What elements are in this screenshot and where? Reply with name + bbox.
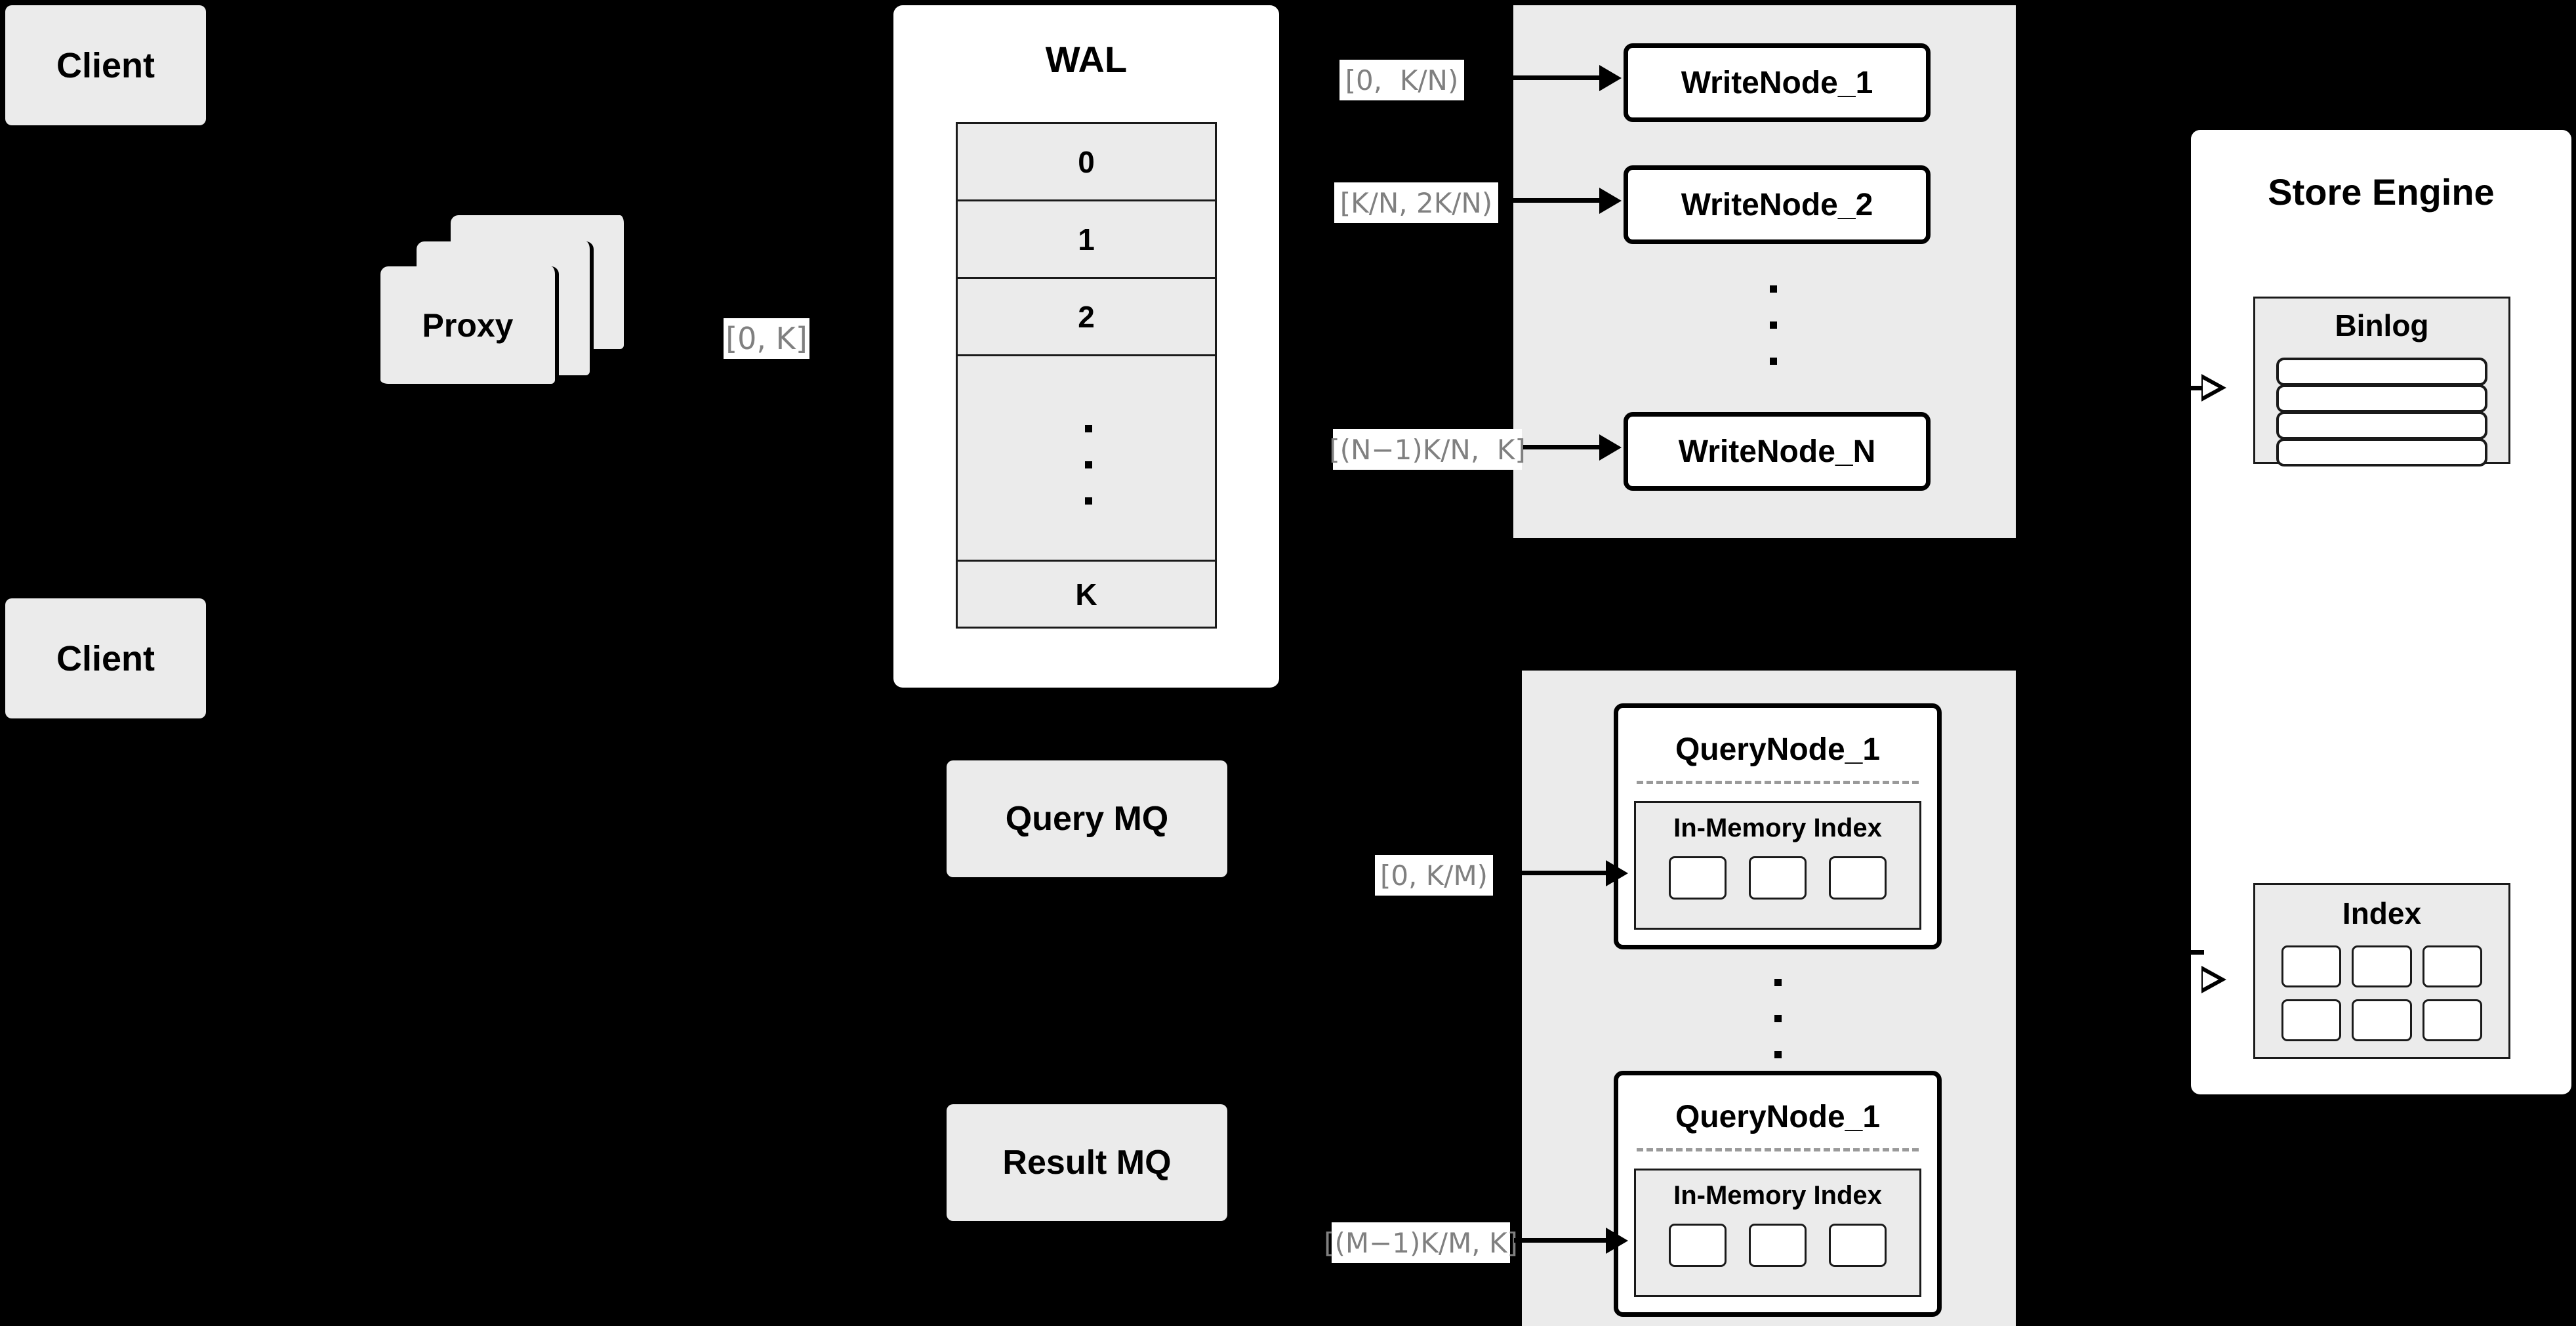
binlog-title: Binlog: [2335, 308, 2429, 342]
wal-title: WAL: [1045, 39, 1128, 80]
write-node-label: WriteNode_1: [1681, 65, 1873, 100]
wal-table: 0 1 2 K: [956, 122, 1217, 629]
result-mq-label: Result MQ: [1002, 1144, 1172, 1182]
wal-row[interactable]: 1: [958, 201, 1215, 279]
index-slot[interactable]: [1749, 856, 1807, 900]
binlog-entry[interactable]: [2276, 384, 2487, 413]
binlog-entry[interactable]: [2276, 358, 2487, 386]
binlog-box: Binlog: [2253, 297, 2510, 466]
write-node-2[interactable]: WriteNode_2: [1624, 165, 1931, 244]
range-label-write-node-1: [0, K/N): [1339, 60, 1464, 100]
arrow-head-to-binlog: [2201, 374, 2226, 402]
vertical-ellipsis-icon: [1085, 425, 1092, 505]
index-slot[interactable]: [2422, 999, 2482, 1041]
query-node-m[interactable]: QueryNode_1 In-Memory Index: [1614, 1071, 1942, 1317]
in-memory-index-title: In-Memory Index: [1673, 814, 1882, 842]
proxy-box[interactable]: Proxy: [380, 266, 559, 388]
write-node-n[interactable]: WriteNode_N: [1624, 412, 1931, 491]
in-memory-index-1: In-Memory Index: [1634, 801, 1921, 930]
arrow-line-to-query-node-1: [1498, 871, 1610, 875]
client-label: Client: [56, 45, 155, 85]
in-memory-index-title: In-Memory Index: [1673, 1181, 1882, 1210]
query-node-label: QueryNode_1: [1675, 1100, 1881, 1134]
index-slot[interactable]: [2281, 999, 2342, 1041]
store-engine-panel: Store Engine Binlog Index: [2191, 130, 2571, 1094]
client-label: Client: [56, 638, 155, 678]
arrow-head-to-query-node-1: [1606, 860, 1628, 886]
client-box-1[interactable]: Client: [5, 5, 206, 125]
binlog-entry[interactable]: [2276, 411, 2487, 440]
index-slot[interactable]: [2281, 945, 2342, 987]
result-mq-box[interactable]: Result MQ: [947, 1104, 1227, 1221]
query-node-cluster: QueryNode_1 In-Memory Index QueryNode_1: [1522, 671, 2016, 1326]
arrow-line-to-binlog: [2177, 386, 2204, 390]
range-label-query-node-1: [0, K/M): [1375, 855, 1493, 896]
range-label-query-node-m: [(M−1)K/M, K]: [1324, 1222, 1518, 1263]
arrow-line-to-write-node-1: [1475, 75, 1603, 80]
arrow-line-to-index: [2177, 950, 2204, 955]
index-title: Index: [2342, 896, 2422, 930]
vertical-ellipsis-icon: [1770, 285, 1777, 365]
write-node-1[interactable]: WriteNode_1: [1624, 43, 1931, 122]
wal-row[interactable]: 2: [958, 279, 1215, 356]
proxy-label: Proxy: [422, 306, 514, 344]
index-slot[interactable]: [1669, 1224, 1727, 1267]
write-node-cluster: WriteNode_1 WriteNode_2 WriteNode_N: [1513, 5, 2016, 538]
index-slot[interactable]: [1829, 856, 1887, 900]
index-slot[interactable]: [1669, 856, 1727, 900]
query-node-label: QueryNode_1: [1675, 732, 1881, 767]
arrow-head-to-query-node-m: [1606, 1228, 1628, 1254]
range-label-write-node-n: [(N−1)K/N, K]: [1329, 429, 1526, 470]
arrow-line-to-query-node-m: [1514, 1238, 1610, 1243]
index-slot[interactable]: [1829, 1224, 1887, 1267]
index-box: Index: [2253, 883, 2510, 1059]
query-node-divider: [1637, 1148, 1919, 1151]
client-box-2[interactable]: Client: [5, 598, 206, 718]
wal-panel: WAL 0 1 2 K: [893, 5, 1279, 688]
index-slot[interactable]: [2352, 945, 2412, 987]
range-label-proxy-to-wal: [0, K]: [724, 318, 809, 359]
write-node-label: WriteNode_N: [1678, 434, 1876, 469]
proxy-stack[interactable]: Proxy: [380, 215, 669, 432]
query-mq-label: Query MQ: [1005, 800, 1169, 838]
query-node-divider: [1637, 781, 1919, 784]
arrow-head-to-write-node-1: [1599, 65, 1622, 91]
arrow-head-to-write-node-2: [1599, 188, 1622, 214]
store-engine-title: Store Engine: [2268, 171, 2495, 213]
index-slot[interactable]: [2422, 945, 2482, 987]
arrow-line-to-write-node-n: [1523, 445, 1603, 449]
wal-row[interactable]: K: [1075, 577, 1097, 611]
wal-row-ellipsis: [958, 356, 1215, 562]
arrow-head-to-index: [2201, 966, 2226, 993]
wal-row[interactable]: 0: [958, 124, 1215, 201]
query-node-1[interactable]: QueryNode_1 In-Memory Index: [1614, 703, 1942, 949]
binlog-entry[interactable]: [2276, 438, 2487, 466]
arrow-head-to-write-node-n: [1599, 434, 1622, 461]
arrow-line-to-write-node-2: [1503, 198, 1603, 203]
index-slot[interactable]: [2352, 999, 2412, 1041]
write-node-label: WriteNode_2: [1681, 187, 1873, 222]
query-mq-box[interactable]: Query MQ: [947, 760, 1227, 877]
vertical-ellipsis-icon: [1774, 979, 1782, 1058]
range-label-write-node-2: [K/N, 2K/N): [1334, 182, 1498, 223]
in-memory-index-2: In-Memory Index: [1634, 1169, 1921, 1297]
index-slot[interactable]: [1749, 1224, 1807, 1267]
